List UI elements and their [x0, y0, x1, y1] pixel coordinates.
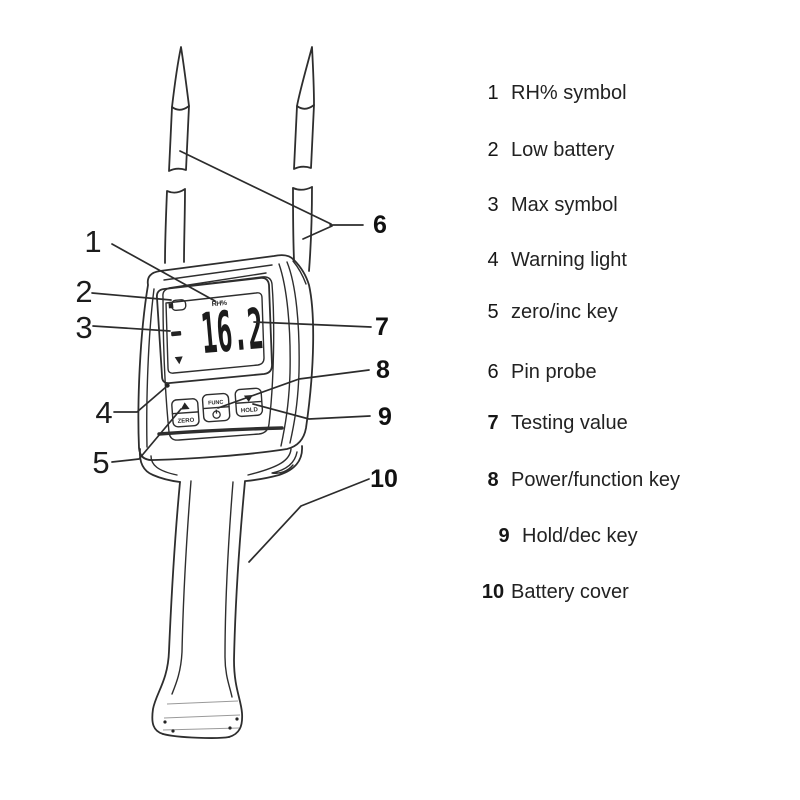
func-key-label: FUNC: [208, 400, 224, 407]
legend-number: 3: [487, 194, 499, 216]
front-panel-bar: [159, 428, 282, 434]
legend-number: 9: [498, 525, 510, 547]
legend-item-low-battery: 2 Low battery: [478, 138, 614, 162]
legend-label: Low battery: [511, 139, 615, 161]
callout-6: 6: [373, 211, 387, 239]
legend-label: Testing value: [511, 412, 628, 434]
callout-line-9: [253, 404, 370, 419]
callout-1: 1: [84, 224, 101, 259]
legend-number: 2: [487, 139, 499, 161]
legend-number: 7: [487, 412, 499, 434]
legend-label: Warning light: [511, 249, 627, 271]
legend-label: Pin probe: [511, 361, 597, 383]
legend-number: 8: [487, 469, 499, 491]
lcd-display: RH% 16.2: [157, 278, 272, 383]
callout-line-6: [180, 151, 363, 239]
up-arrow-icon: [180, 402, 190, 410]
legend-item-zero-inc-key: 5 zero/inc key: [478, 300, 618, 324]
legend-item-testing-value: 7 Testing value: [478, 411, 628, 435]
warning-icon: [174, 356, 183, 365]
pin-probe-left: [165, 47, 189, 263]
legend-item-rh-symbol: 1 RH% symbol: [478, 81, 627, 105]
legend-label: zero/inc key: [511, 301, 618, 323]
callout-7: 7: [375, 313, 389, 341]
callout-4: 4: [95, 395, 112, 430]
callout-lines: [92, 151, 371, 562]
callout-line-1: [112, 244, 215, 301]
legend-item-pin-probe: 6 Pin probe: [478, 360, 597, 384]
callout-10: 10: [370, 465, 398, 493]
callout-3: 3: [75, 310, 92, 345]
callout-9: 9: [378, 403, 392, 431]
legend-label: Power/function key: [511, 469, 680, 491]
callout-line-5: [112, 409, 181, 462]
legend-label: Hold/dec key: [522, 525, 638, 547]
rh-symbol: RH%: [211, 300, 228, 308]
legend-item-battery-cover: 10 Battery cover: [478, 580, 629, 604]
callout-line-2: [92, 293, 171, 300]
pin-probe-right: [293, 47, 314, 271]
legend-number: 10: [481, 581, 505, 603]
hold-key-label: HOLD: [241, 407, 259, 414]
callout-numbers: 1 2 3 4 5 6 7 8 9 10: [75, 211, 398, 493]
handle-battery-cover: [140, 446, 302, 738]
legend-label: RH% symbol: [511, 82, 627, 104]
power-function-key[interactable]: FUNC: [202, 393, 230, 422]
legend-number: 1: [487, 82, 499, 104]
callout-line-7: [254, 322, 371, 327]
callout-line-10: [249, 479, 369, 562]
callout-2: 2: [75, 274, 92, 309]
low-battery-icon: [168, 299, 186, 310]
callout-line-3: [93, 326, 170, 331]
testing-value: 16.2: [199, 297, 266, 367]
legend-item-power-function-key: 8 Power/function key: [478, 468, 680, 492]
meter-body: [138, 255, 313, 460]
callout-8: 8: [376, 356, 390, 384]
legend-label: Battery cover: [511, 581, 629, 603]
hold-dec-key[interactable]: HOLD: [235, 388, 263, 417]
legend-item-warning-light: 4 Warning light: [478, 248, 627, 272]
button-row: ZERO FUNC HOLD: [171, 388, 263, 427]
legend-number: 5: [487, 301, 499, 323]
callout-5: 5: [92, 445, 109, 480]
max-symbol-mark: [171, 331, 182, 337]
callout-line-8: [218, 370, 369, 408]
legend-number: 4: [487, 249, 499, 271]
legend-item-hold-dec-key: 9 Hold/dec key: [478, 524, 638, 548]
power-icon: [213, 409, 221, 418]
zero-inc-key[interactable]: ZERO: [171, 398, 199, 427]
legend-item-max-symbol: 3 Max symbol: [478, 193, 618, 217]
legend-label: Max symbol: [511, 194, 618, 216]
zero-key-label: ZERO: [177, 418, 194, 425]
legend-number: 6: [487, 361, 499, 383]
callout-line-4: [114, 387, 166, 412]
